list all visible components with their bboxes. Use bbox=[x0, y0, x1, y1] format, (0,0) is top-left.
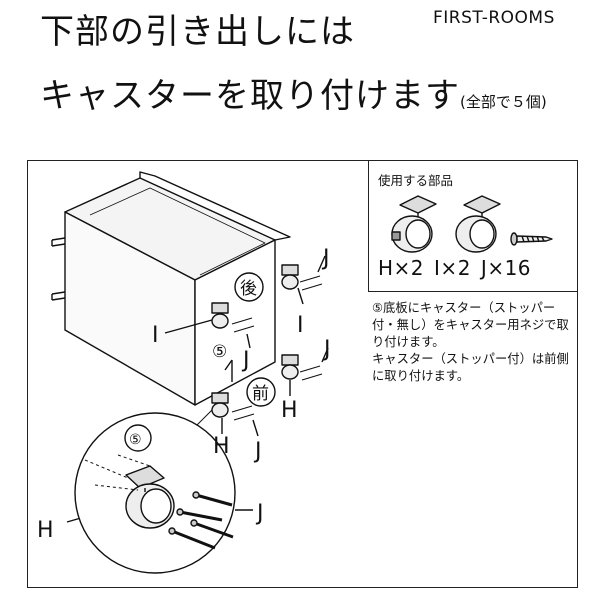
part-j-count: J×16 bbox=[480, 256, 532, 280]
page-title-line2: キャスターを取り付けます(全部で５個) bbox=[40, 68, 547, 117]
back-label-circle bbox=[234, 272, 264, 302]
page-title-count-note: (全部で５個) bbox=[460, 93, 547, 111]
label-j-detail: J bbox=[255, 501, 264, 526]
label-h-detail: H bbox=[37, 518, 54, 543]
step-number: ⑤ bbox=[212, 342, 227, 362]
caster-i-icon bbox=[455, 195, 501, 253]
detail-caster bbox=[125, 465, 175, 529]
front-label-circle bbox=[246, 377, 276, 407]
caster-rear-right bbox=[281, 264, 299, 290]
label-h-front-left: H bbox=[213, 434, 230, 459]
label-i-left: I bbox=[152, 323, 159, 348]
part-h-count: H×2 bbox=[378, 256, 425, 280]
label-j-mid-right: J bbox=[322, 337, 331, 362]
label-j-back-right: J bbox=[321, 246, 330, 271]
parts-labels: H×2 I×2 J×16 bbox=[378, 256, 541, 280]
screw-j-icon bbox=[510, 232, 553, 246]
front-label: 前 bbox=[252, 384, 269, 404]
back-label: 後 bbox=[240, 279, 257, 299]
detail-step-number: ⑤ bbox=[129, 432, 142, 448]
caster-front-left bbox=[211, 392, 229, 418]
brand-name: FIRST-ROOMS bbox=[433, 8, 555, 28]
part-i-count: I×2 bbox=[434, 256, 471, 280]
label-j-front: J bbox=[253, 439, 262, 464]
caster-h-icon bbox=[391, 195, 437, 253]
detail-screws bbox=[168, 491, 234, 550]
page-title-line2-main: キャスターを取り付けます bbox=[40, 76, 460, 116]
label-h-front-right: H bbox=[281, 398, 298, 423]
parts-title: 使用する部品 bbox=[378, 173, 454, 188]
label-j-mid-left: J bbox=[241, 348, 250, 373]
instruction-line-1: ⑤底板にキャスター（ストッパー付・無し）をキャスター用ネジで取り付けます。 bbox=[372, 301, 569, 349]
page-title-line1: 下部の引き出しには bbox=[40, 12, 355, 52]
instruction-frame bbox=[27, 160, 578, 588]
label-i-right: I bbox=[297, 313, 304, 338]
drawer-cabinet bbox=[51, 171, 291, 406]
instruction-note: ⑤底板にキャスター（ストッパー付・無し）をキャスター用ネジで取り付けます。 キャ… bbox=[372, 300, 572, 385]
caster-front-right bbox=[281, 354, 299, 380]
instruction-line-2: キャスター（ストッパー付）は前側に取り付けます。 bbox=[372, 352, 569, 383]
caster-rear-left bbox=[211, 302, 229, 329]
detail-step-badge bbox=[124, 424, 152, 452]
parts-box bbox=[368, 160, 578, 292]
